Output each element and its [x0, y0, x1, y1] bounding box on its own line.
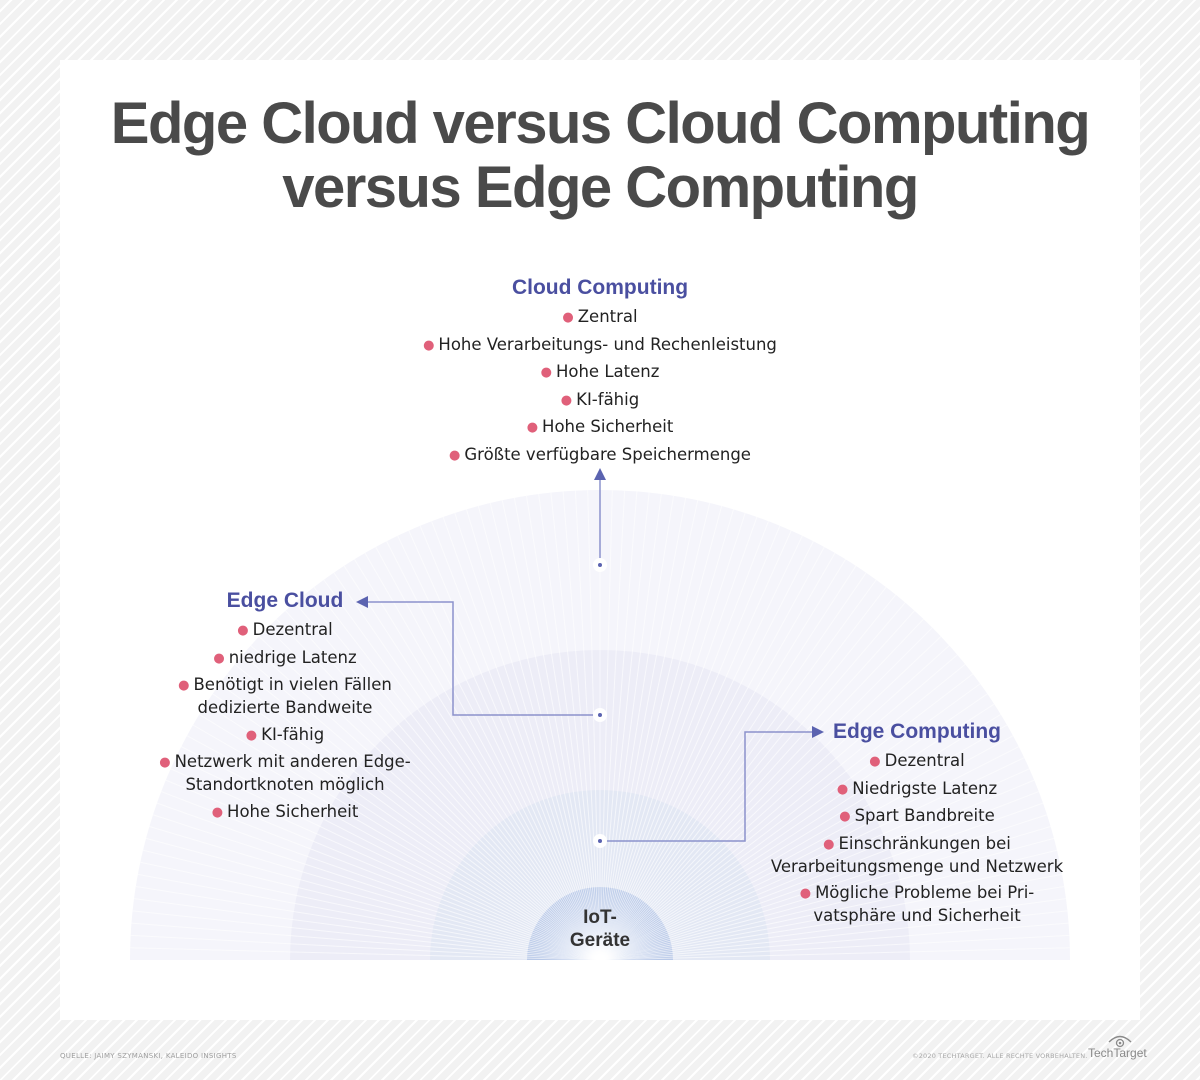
- bullet-icon: ●: [799, 886, 812, 901]
- list-item: ●Hohe Sicherheit: [211, 801, 359, 821]
- node-edge-cloud-dot: [598, 713, 602, 717]
- node-edge-computing-dot: [598, 839, 602, 843]
- source-credit: QUELLE: JAIMY SZYMANSKI, KALEIDO INSIGHT…: [60, 1052, 237, 1060]
- edge-cloud-list: ●Dezentral ●niedrige Latenz ●Benötigt in…: [135, 619, 435, 824]
- copyright-notice: ©2020 TECHTARGET. ALLE RECHTE VORBEHALTE…: [912, 1052, 1088, 1060]
- list-item: ●Dezentral: [869, 751, 965, 770]
- bullet-icon: ●: [823, 836, 835, 852]
- edge-cloud-heading: Edge Cloud: [226, 589, 344, 612]
- list-item: ●Mögliche Probleme bei Pri-vatsphäre und…: [799, 883, 1035, 925]
- connector-edge-cloud: [356, 596, 600, 716]
- bullet-icon: ●: [178, 678, 190, 693]
- edge-computing-block: Edge Computing ●Dezentral ●Niedrigste La…: [757, 720, 1077, 932]
- cloud-computing-list: ●Zentral ●Hohe Verarbeitungs- und Rechen…: [380, 306, 820, 467]
- radial-rays: [130, 490, 1070, 960]
- bullet-icon: ●: [869, 754, 881, 769]
- techtarget-logo: TechTarget: [1088, 1046, 1147, 1060]
- bullet-icon: ●: [245, 727, 258, 743]
- list-item: ●Größte verfügbare Speichermenge: [449, 444, 751, 464]
- cloud-computing-block: Cloud Computing ●Zentral ●Hohe Verarbeit…: [380, 276, 820, 471]
- page-title: Edge Cloud versus Cloud Computing versus…: [0, 92, 1200, 220]
- cloud-computing-heading: Cloud Computing: [511, 276, 689, 299]
- list-item: ●KI-fähig: [560, 389, 640, 409]
- edge-cloud-block: Edge Cloud ●Dezentral ●niedrige Latenz ●…: [135, 589, 435, 828]
- bullet-icon: ●: [839, 809, 851, 824]
- bullet-icon: ●: [449, 447, 461, 463]
- bullet-icon: ●: [526, 420, 539, 435]
- edge-computing-heading: Edge Computing: [833, 720, 1001, 743]
- bullet-icon: ●: [560, 392, 573, 408]
- techtarget-eye-icon: [1108, 1035, 1132, 1048]
- list-item: ●KI-fähig: [245, 724, 325, 744]
- bullet-icon: ●: [213, 650, 225, 666]
- list-item: ●Zentral: [562, 307, 638, 326]
- bullet-icon: ●: [159, 755, 171, 770]
- connector-edge-computing: [600, 726, 824, 842]
- bullet-icon: ●: [540, 365, 552, 380]
- title-line-1: Edge Cloud versus Cloud Computing: [110, 91, 1091, 156]
- node-cloud-dot: [598, 563, 602, 567]
- bullet-icon: ●: [237, 623, 249, 638]
- list-item: ●Hohe Sicherheit: [526, 417, 674, 436]
- list-item: ●Hohe Verarbeitungs- und Rechenleistung: [423, 334, 777, 354]
- bullet-icon: ●: [211, 804, 224, 820]
- list-item: ●Spart Bandbreite: [839, 806, 995, 825]
- list-item: ●Hohe Latenz: [540, 362, 660, 381]
- list-item: ●Niedrigste Latenz: [836, 778, 998, 798]
- list-item: ●Netzwerk mit anderen Edge-Standortknote…: [159, 752, 411, 794]
- list-item: ●Dezentral: [237, 620, 333, 639]
- edge-computing-list: ●Dezentral ●Niedrigste Latenz ●Spart Ban…: [757, 750, 1077, 927]
- bullet-icon: ●: [562, 310, 574, 325]
- title-line-2: versus Edge Computing: [282, 155, 919, 220]
- bullet-icon: ●: [836, 781, 849, 797]
- list-item: ●niedrige Latenz: [213, 647, 357, 667]
- bullet-icon: ●: [423, 337, 435, 353]
- iot-devices-label: IoT- Geräte: [569, 907, 631, 951]
